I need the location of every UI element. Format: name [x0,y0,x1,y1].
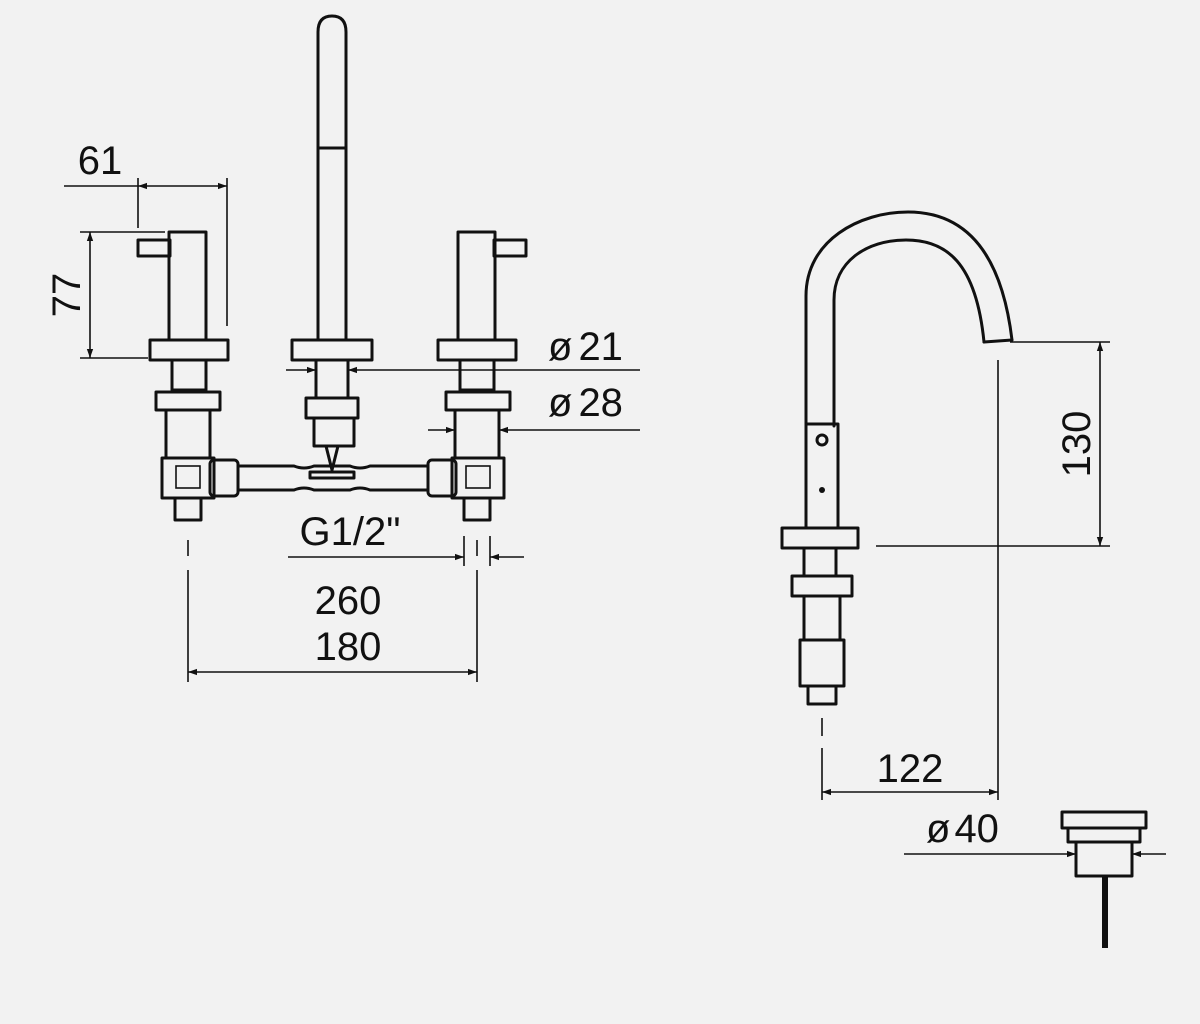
dim-61-label: 61 [78,139,123,183]
dim-130-label: 130 [1055,411,1099,478]
gooseneck-spout [780,210,1014,706]
svg-text:ø28: ø28 [548,381,623,425]
diameter-symbol-21: ø [548,325,572,369]
dim-spread: 260 180 [187,570,478,682]
dim-180-label: 180 [315,625,382,669]
dim-28-label: 28 [578,381,623,425]
dim-handle-height: 77 [45,231,165,359]
dim-122-label: 122 [877,747,944,791]
dim-handle-projection: 61 [64,139,228,326]
drain-plug [1060,810,1148,948]
svg-text:ø40: ø40 [926,807,999,851]
diameter-symbol-28: ø [548,381,572,425]
dim-260-label: 260 [315,579,382,623]
dim-thread: G1/2" [288,510,524,566]
left-handle [136,230,230,522]
right-handle [436,230,528,522]
dim-spout-height: 130 [876,341,1110,547]
dim-spout-reach: 122 [821,360,999,800]
svg-text:ø21: ø21 [548,325,623,369]
diameter-symbol-40: ø [926,807,950,851]
dim-77-label: 77 [45,273,89,318]
dim-40-label: 40 [954,807,999,851]
dim-21-label: 21 [578,325,623,369]
connecting-pipe [208,458,458,498]
dim-thread-label: G1/2" [300,510,401,554]
central-spout [290,14,374,472]
